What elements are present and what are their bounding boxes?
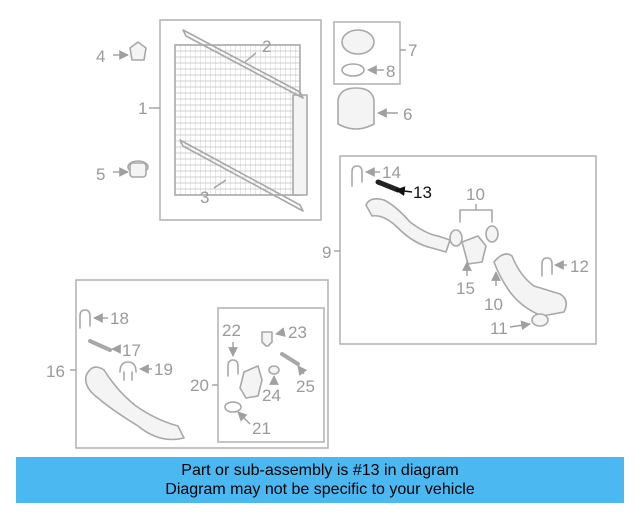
o-ring-10b — [485, 225, 499, 243]
radiator-core — [174, 44, 301, 196]
sensor-group: 20 22 23 25 24 21 — [190, 307, 325, 443]
flange-housing — [239, 365, 263, 399]
banner-line-1: Part or sub-assembly is #13 in diagram — [181, 462, 459, 479]
seal-24 — [268, 365, 280, 375]
callout-10b: 10 — [484, 295, 503, 314]
callout-10a: 10 — [466, 185, 485, 204]
outlet-hose — [84, 366, 185, 441]
cap-seal — [341, 63, 365, 77]
radiator-group: 1 2 3 4 5 — [96, 19, 322, 221]
hose-clamp-14 — [351, 165, 363, 187]
pipe-strip-17 — [88, 339, 112, 352]
callout-15: 15 — [456, 279, 475, 298]
coolant-flange — [461, 235, 487, 265]
callout-19: 19 — [154, 360, 173, 379]
clip-19 — [119, 361, 137, 381]
mount-bracket-4 — [129, 41, 147, 61]
callout-7: 7 — [408, 41, 417, 60]
o-ring-21 — [224, 401, 242, 413]
radiator-group-box — [159, 19, 322, 221]
hose-clamp-22 — [227, 359, 239, 377]
callout-4: 4 — [96, 47, 105, 66]
callout-11: 11 — [490, 319, 508, 338]
callout-23: 23 — [288, 323, 307, 342]
callout-24: 24 — [262, 386, 281, 405]
parts-diagram: 1 2 3 4 5 7 8 6 9 14 13 10 — [46, 19, 597, 449]
callout-1: 1 — [138, 99, 147, 118]
coolant-hose-lower — [493, 253, 568, 317]
callout-2: 2 — [262, 37, 271, 56]
callout-21: 21 — [252, 419, 271, 438]
hose-clamp-18 — [79, 309, 91, 329]
callout-6: 6 — [403, 105, 412, 124]
expansion-tank — [337, 87, 375, 130]
callout-25: 25 — [296, 377, 315, 396]
callout-12: 12 — [570, 257, 589, 276]
o-ring-10a — [449, 229, 463, 247]
reservoir-cap — [341, 29, 375, 55]
callout-13: 13 — [413, 183, 432, 202]
hose-end-ring — [531, 313, 549, 327]
hose-clamp-12 — [541, 257, 553, 277]
cap-group: 7 8 6 — [333, 21, 417, 130]
hose-group: 9 14 13 10 15 10 11 12 — [322, 155, 597, 345]
info-banner: Part or sub-assembly is #13 in diagram D… — [16, 457, 624, 503]
clip-25 — [280, 352, 300, 366]
callout-14: 14 — [382, 163, 401, 182]
callout-9: 9 — [322, 243, 331, 262]
callout-22: 22 — [222, 321, 241, 340]
callout-5: 5 — [96, 165, 105, 184]
coolant-hose-upper — [365, 198, 451, 253]
callout-20: 20 — [190, 376, 209, 395]
hose-group-box — [339, 155, 597, 345]
callout-16: 16 — [46, 362, 65, 381]
radiator-tank — [292, 94, 308, 196]
callout-17: 17 — [122, 341, 141, 360]
banner-line-2: Diagram may not be specific to your vehi… — [165, 481, 475, 498]
outlet-group-box — [75, 279, 329, 449]
cap-group-box — [333, 21, 401, 85]
radiator-lower-seal — [179, 139, 304, 212]
bracket-10 — [459, 209, 493, 223]
sensor-group-box — [217, 307, 325, 443]
mount-bushing-5-base — [129, 162, 147, 178]
radiator-upper-seal — [182, 29, 304, 99]
callout-3: 3 — [200, 188, 209, 207]
callout-8: 8 — [386, 62, 395, 81]
outlet-group: 16 18 17 19 — [46, 279, 329, 449]
temp-sensor-23 — [261, 331, 273, 347]
part-13-highlight — [375, 179, 401, 193]
callout-18: 18 — [110, 309, 129, 328]
